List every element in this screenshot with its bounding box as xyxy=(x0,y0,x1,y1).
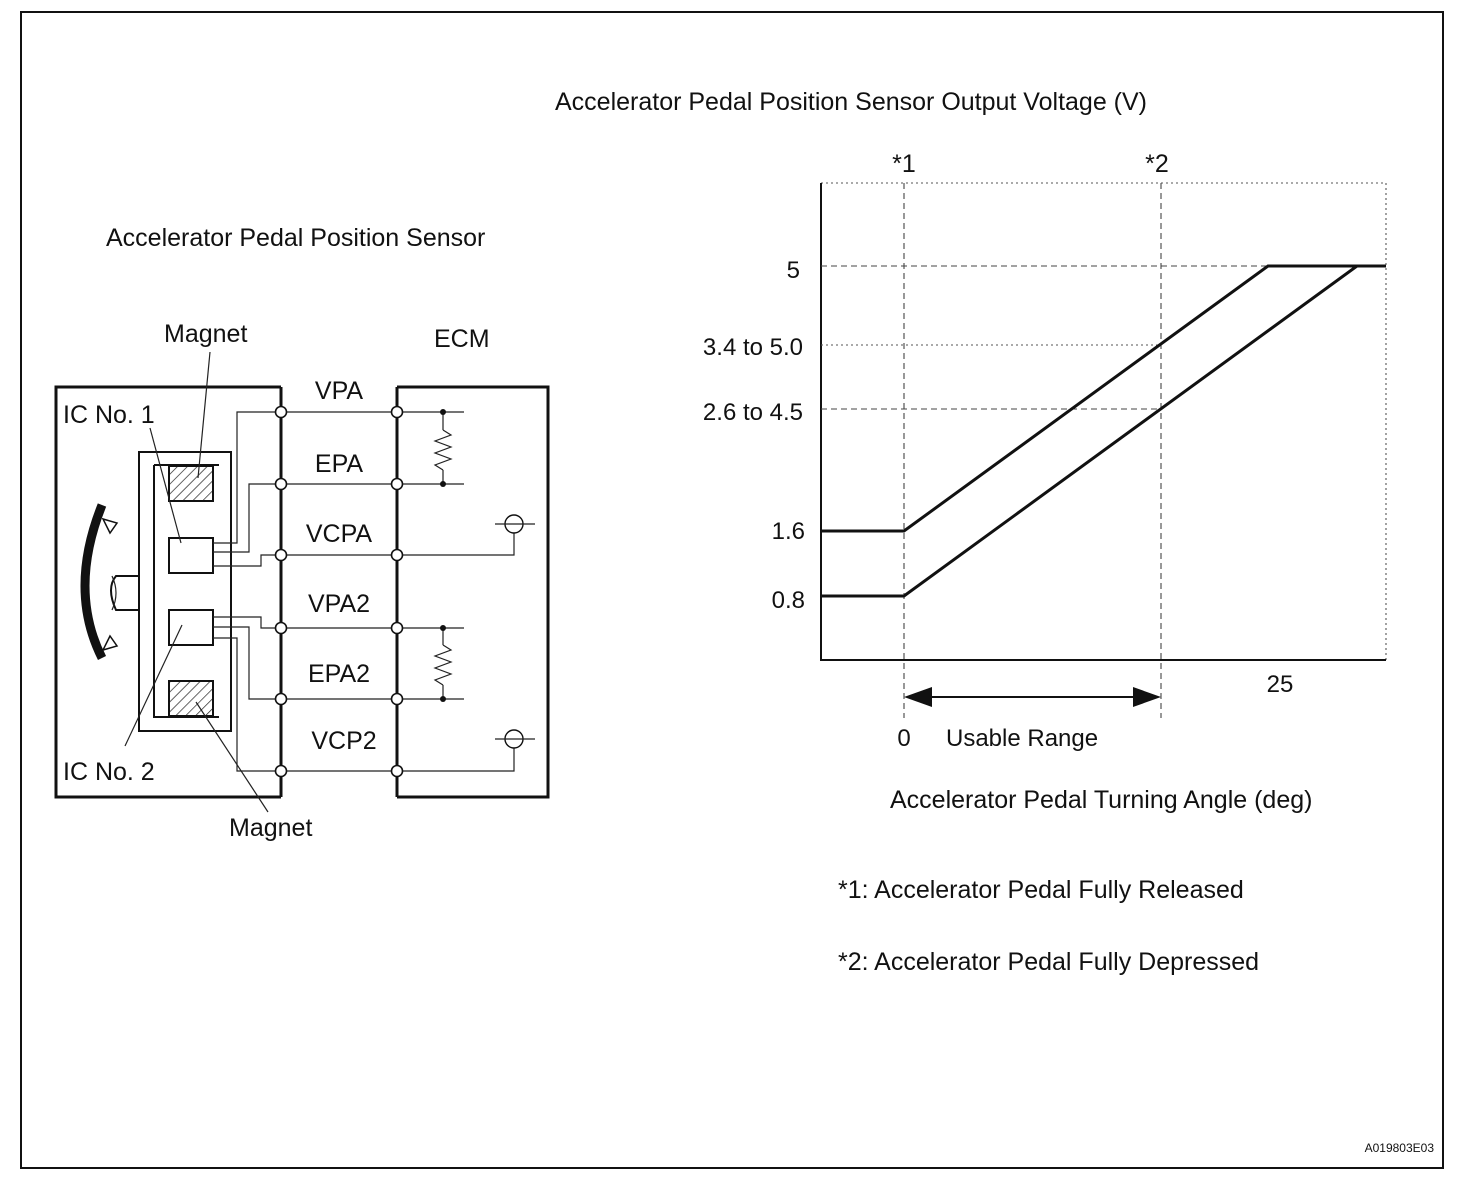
usable-range-label: Usable Range xyxy=(946,725,1098,752)
plot-axes xyxy=(820,183,1386,661)
magnet-top xyxy=(168,465,214,502)
ic2-chip xyxy=(168,609,214,646)
note-fully-released: *1: Accelerator Pedal Fully Released xyxy=(838,876,1244,904)
terminal-label-vpa2: VPA2 xyxy=(308,590,370,618)
y-label-5: 5 xyxy=(787,257,800,284)
note-fully-depressed: *2: Accelerator Pedal Fully Depressed xyxy=(838,948,1259,976)
wire-epa xyxy=(213,483,397,553)
x-label-0: 0 xyxy=(897,725,910,752)
terminal-label-vpa: VPA xyxy=(315,377,363,405)
ic1-chip xyxy=(168,537,214,574)
terminal-label-epa: EPA xyxy=(315,450,363,478)
terminal-label-vcpa: VCPA xyxy=(306,520,373,548)
graph-title: Accelerator Pedal Position Sensor Output… xyxy=(555,88,1147,116)
ic1-label: IC No. 1 xyxy=(63,401,155,429)
vpa-output-line xyxy=(821,264,1386,533)
vpa2-output-line xyxy=(821,264,1386,598)
y-label-1-6: 1.6 xyxy=(772,518,805,545)
y-label-2-6-to-4-5: 2.6 to 4.5 xyxy=(703,399,803,426)
wire-vpa xyxy=(213,411,397,544)
magnet-bottom xyxy=(168,680,214,717)
ecm-pullup-resistor-1 xyxy=(433,429,453,471)
ic2-label: IC No. 2 xyxy=(63,758,155,786)
wire-epa2 xyxy=(213,626,397,700)
magnet-yoke-inner xyxy=(153,465,219,718)
ecm-label: ECM xyxy=(434,325,490,353)
plot-frame-dotted xyxy=(821,182,1387,660)
sensor-housing xyxy=(54,385,281,799)
y-label-0-8: 0.8 xyxy=(772,587,805,614)
wire-vcpa xyxy=(213,554,397,567)
sensor-circuit-diagram: Accelerator Pedal Position Sensor ECM Ma… xyxy=(54,224,550,842)
terminal-label-vcp2: VCP2 xyxy=(311,727,376,755)
x-axis-title: Accelerator Pedal Turning Angle (deg) xyxy=(890,786,1312,814)
pedal-shaft xyxy=(110,575,139,611)
marker2-label: *2 xyxy=(1145,150,1169,178)
marker1-label: *1 xyxy=(892,150,916,178)
figure-frame xyxy=(20,11,1444,1169)
wire-vpa2 xyxy=(213,616,397,629)
terminal-circles xyxy=(274,405,404,778)
magnet-bottom-label: Magnet xyxy=(229,814,312,842)
rotation-indicator xyxy=(80,503,107,661)
x-label-25: 25 xyxy=(1267,671,1294,698)
rotation-arrow-icon-bottom xyxy=(101,634,119,652)
magnet-top-label: Magnet xyxy=(164,320,247,348)
ecm-pullup-resistor-2 xyxy=(433,644,453,686)
y-label-3-4-to-5-0: 3.4 to 5.0 xyxy=(703,334,803,361)
ecm-housing xyxy=(397,385,550,799)
terminal-label-epa2: EPA2 xyxy=(308,660,370,688)
output-voltage-graph: Accelerator Pedal Position Sensor Output… xyxy=(555,88,1387,814)
sensor-title: Accelerator Pedal Position Sensor xyxy=(106,224,485,252)
wire-vcp2 xyxy=(213,637,397,772)
rotation-arrow-icon-top xyxy=(101,517,119,535)
figure-code: A019803E03 xyxy=(1365,1141,1435,1155)
